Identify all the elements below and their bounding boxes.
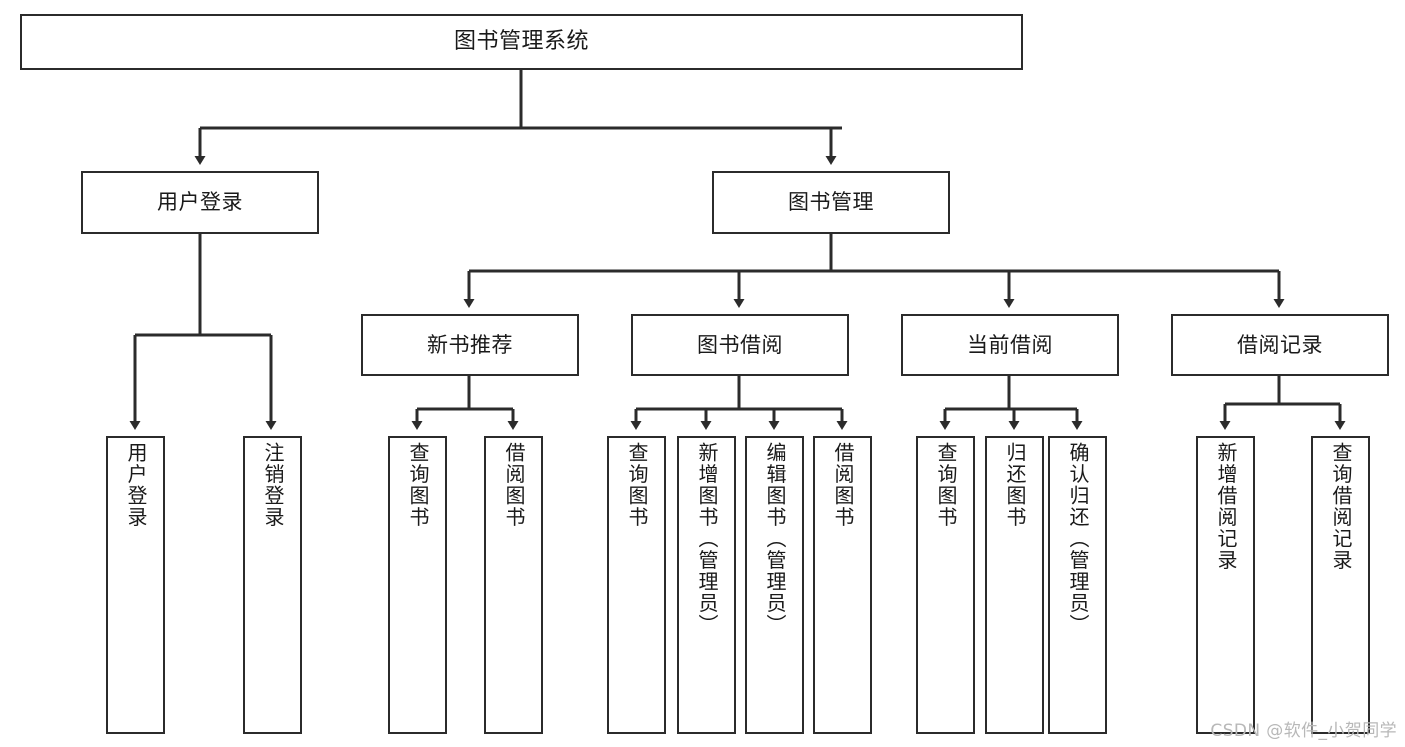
node-leaf-add-borrow-record-label: 新增借阅记录 xyxy=(1214,442,1238,571)
node-leaf-add-book-admin-label: 新增图书（管理员） xyxy=(695,442,719,636)
node-leaf-query-borrow-record[interactable]: 查询借阅记录 xyxy=(1311,436,1370,734)
node-user-login-label: 用户登录 xyxy=(157,190,243,215)
node-leaf-return-book-label: 归还图书 xyxy=(1003,442,1027,528)
node-leaf-query-book-rec[interactable]: 查询图书 xyxy=(388,436,447,734)
node-leaf-query-borrow-record-label: 查询借阅记录 xyxy=(1329,442,1353,571)
node-leaf-query-book-borrow-label: 查询图书 xyxy=(625,442,649,528)
node-book-manage[interactable]: 图书管理 xyxy=(712,171,950,234)
node-leaf-borrow-book[interactable]: 借阅图书 xyxy=(813,436,872,734)
node-new-book-recommend[interactable]: 新书推荐 xyxy=(361,314,579,376)
node-leaf-user-login[interactable]: 用户登录 xyxy=(106,436,165,734)
node-leaf-query-book-borrow[interactable]: 查询图书 xyxy=(607,436,666,734)
node-leaf-borrow-book-rec[interactable]: 借阅图书 xyxy=(484,436,543,734)
node-leaf-query-book-cur-label: 查询图书 xyxy=(934,442,958,528)
node-leaf-query-book-cur[interactable]: 查询图书 xyxy=(916,436,975,734)
node-leaf-edit-book-admin-label: 编辑图书（管理员） xyxy=(763,442,787,636)
node-root-label: 图书管理系统 xyxy=(453,29,589,55)
node-book-manage-label: 图书管理 xyxy=(788,190,874,215)
csdn-watermark: CSDN @软件_小贺同学 xyxy=(1210,721,1397,741)
node-current-borrow[interactable]: 当前借阅 xyxy=(901,314,1119,376)
node-leaf-edit-book-admin[interactable]: 编辑图书（管理员） xyxy=(745,436,804,734)
node-leaf-user-login-label: 用户登录 xyxy=(124,442,148,528)
node-leaf-add-book-admin[interactable]: 新增图书（管理员） xyxy=(677,436,736,734)
node-leaf-return-book[interactable]: 归还图书 xyxy=(985,436,1044,734)
node-user-login[interactable]: 用户登录 xyxy=(81,171,319,234)
node-borrow-record-label: 借阅记录 xyxy=(1237,332,1323,357)
node-leaf-query-book-rec-label: 查询图书 xyxy=(406,442,430,528)
node-book-borrow[interactable]: 图书借阅 xyxy=(631,314,849,376)
node-new-book-recommend-label: 新书推荐 xyxy=(427,332,513,357)
node-leaf-add-borrow-record[interactable]: 新增借阅记录 xyxy=(1196,436,1255,734)
node-leaf-borrow-book-label: 借阅图书 xyxy=(831,442,855,528)
node-leaf-confirm-return-admin[interactable]: 确认归还（管理员） xyxy=(1048,436,1107,734)
node-leaf-user-logout-label: 注销登录 xyxy=(261,442,285,528)
node-root[interactable]: 图书管理系统 xyxy=(20,14,1023,70)
node-leaf-borrow-book-rec-label: 借阅图书 xyxy=(502,442,526,528)
node-leaf-user-logout[interactable]: 注销登录 xyxy=(243,436,302,734)
node-borrow-record[interactable]: 借阅记录 xyxy=(1171,314,1389,376)
node-book-borrow-label: 图书借阅 xyxy=(697,332,783,357)
node-current-borrow-label: 当前借阅 xyxy=(967,332,1053,357)
node-leaf-confirm-return-admin-label: 确认归还（管理员） xyxy=(1066,442,1090,636)
